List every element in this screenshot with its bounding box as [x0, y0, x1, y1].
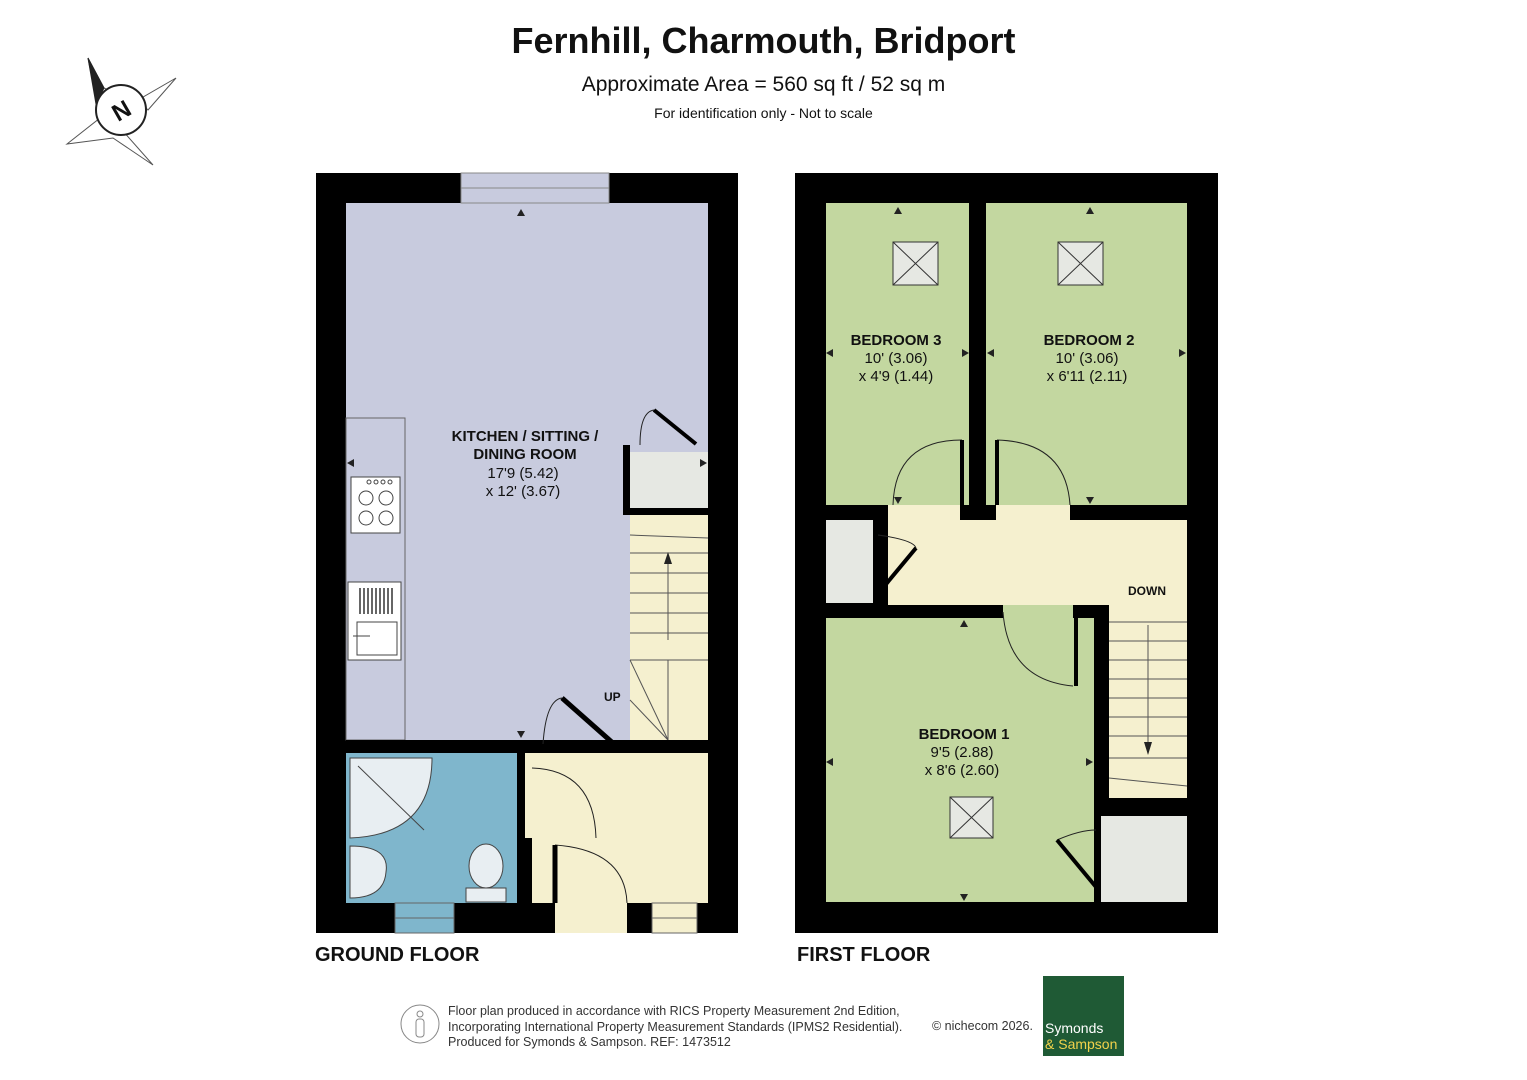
kitchen-sink-icon: [347, 581, 402, 661]
first-floor-plan: BEDROOM 3 10' (3.06) x 4'9 (1.44) BEDROO…: [795, 173, 1218, 933]
basin-icon: [349, 845, 387, 899]
bedroom-1-name: BEDROOM 1: [919, 726, 1010, 743]
ground-floor-label: GROUND FLOOR: [315, 944, 480, 966]
footer-text: Floor plan produced in accordance with R…: [448, 1004, 902, 1051]
brand-line-2: & Sampson: [1045, 1036, 1118, 1052]
ground-floor-plan: KITCHEN / SITTING / DINING ROOM 17'9 (5.…: [316, 172, 738, 934]
bedroom-2-name: BEDROOM 2: [1044, 332, 1135, 349]
area-subtitle: Approximate Area = 560 sq ft / 52 sq m: [581, 73, 946, 96]
hob-icon: [350, 476, 401, 534]
footer-line-2: Incorporating International Property Mea…: [448, 1019, 903, 1034]
bedroom-3-dim-1: 10' (3.06): [865, 350, 928, 367]
landing-area: [888, 520, 1187, 605]
kitchen-dim-2: x 12' (3.67): [486, 483, 561, 500]
bedroom-3-name: BEDROOM 3: [851, 332, 942, 349]
brand-line-1: Symonds: [1045, 1020, 1104, 1036]
kitchen-dim-1: 17'9 (5.42): [487, 465, 558, 482]
bedroom-1-area: [826, 618, 1094, 902]
brand-logo: Symonds & Sampson: [1043, 976, 1124, 1056]
scale-note: For identification only - Not to scale: [654, 105, 873, 121]
first-floor-label: FIRST FLOOR: [797, 944, 931, 966]
landing-cupboard: [826, 520, 873, 603]
kitchen-name-line1: KITCHEN / SITTING /: [452, 428, 600, 445]
bedroom-2-dim-1: 10' (3.06): [1056, 350, 1119, 367]
under-stairs-cupboard: [630, 452, 708, 508]
toilet-icon: [468, 843, 504, 889]
footer-line-1: Floor plan produced in accordance with R…: [448, 1004, 900, 1018]
page-title: Fernhill, Charmouth, Bridport: [511, 20, 1016, 61]
bedroom-1-cupboard: [1101, 816, 1187, 902]
bedroom-1-dim-1: 9'5 (2.88): [931, 744, 994, 761]
stairs-down-label: DOWN: [1128, 584, 1166, 598]
copyright-text: © nichecom 2026.: [932, 1019, 1033, 1033]
ground-stairs: [630, 515, 708, 740]
bedroom-3-dim-2: x 4'9 (1.44): [859, 368, 934, 385]
bedroom-2-dim-2: x 6'11 (2.11): [1047, 368, 1128, 385]
person-icon: [400, 1004, 440, 1044]
entrance-hall: [532, 753, 708, 903]
footer-line-3: Produced for Symonds & Sampson. REF: 147…: [448, 1035, 731, 1049]
kitchen-name-line2: DINING ROOM: [473, 446, 576, 463]
bedroom-1-dim-2: x 8'6 (2.60): [925, 762, 1000, 779]
stairs-up-label: UP: [604, 690, 621, 704]
compass-north-icon: N: [65, 57, 177, 166]
